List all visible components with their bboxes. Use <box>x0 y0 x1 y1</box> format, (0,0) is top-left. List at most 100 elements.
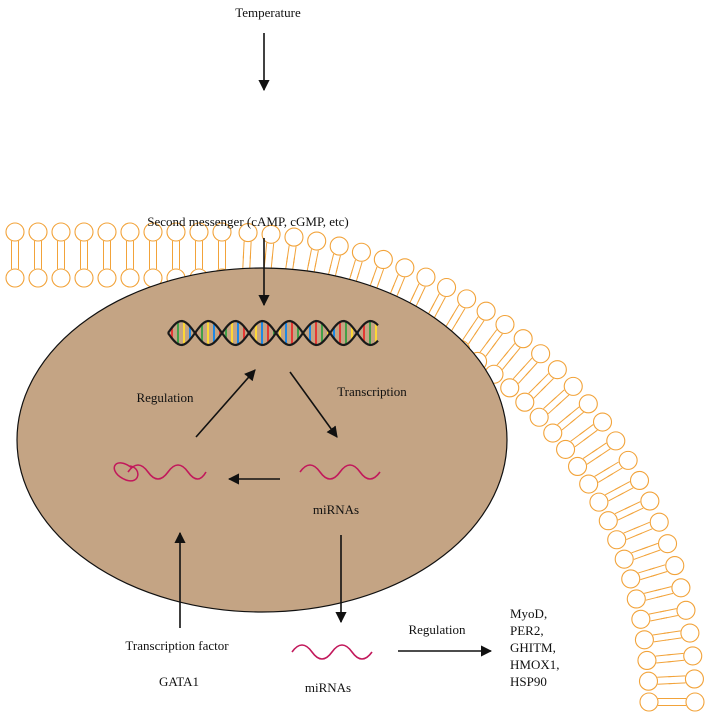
phospholipid-tail <box>608 492 624 502</box>
phospholipid-head <box>476 301 496 321</box>
phospholipid-head <box>665 556 685 576</box>
dna-backbone <box>167 319 379 347</box>
phospholipid-head <box>351 242 371 262</box>
phospholipid-tail <box>604 486 621 496</box>
target-gene: MyoD, <box>510 606 547 621</box>
phospholipid-tail <box>462 325 473 341</box>
phospholipid-tail <box>533 385 547 399</box>
phospholipid-tail <box>650 617 668 622</box>
phospholipid-head <box>685 692 705 712</box>
phospholipid-head <box>631 609 651 629</box>
arrows <box>174 33 493 657</box>
target-gene: HSP90 <box>510 674 547 689</box>
phospholipid-head <box>97 268 117 288</box>
phospholipid-tail <box>242 252 245 270</box>
phospholipid-head <box>500 378 520 398</box>
phospholipid-tail <box>623 526 640 534</box>
phospholipid-head <box>638 671 659 691</box>
phospholipid-head <box>120 268 140 288</box>
phospholipid-tail <box>653 638 671 643</box>
phospholipid-head <box>28 268 48 288</box>
phospholipid-head <box>556 439 576 459</box>
phospholipid-head <box>657 534 678 554</box>
phospholipid-head <box>680 623 700 643</box>
phospholipid-head <box>28 222 48 242</box>
transcription-label: Transcription <box>337 384 407 399</box>
phospholipid-head <box>563 376 583 396</box>
phospholipid-head <box>212 222 232 242</box>
phospholipid-tail <box>496 351 509 366</box>
phospholipid-head <box>621 569 641 589</box>
phospholipid-tail <box>502 356 514 370</box>
phospholipid-tail <box>528 380 542 394</box>
phospholipid-head <box>416 267 436 287</box>
phospholipid-head <box>618 450 638 470</box>
arrow-regulation-up <box>195 369 256 438</box>
phospholipid-head <box>515 392 535 412</box>
phospholipid-tail <box>518 370 531 384</box>
phospholipid-head <box>649 512 669 532</box>
phospholipid-tail <box>656 660 674 664</box>
phospholipid-tail <box>582 448 598 459</box>
phospholipid-tail <box>597 473 614 483</box>
phospholipid-head <box>607 530 627 550</box>
phospholipid-head <box>457 289 477 309</box>
mirnas-nucleus-label: miRNAs <box>313 502 359 517</box>
phospholipid-head <box>684 669 704 689</box>
phospholipid-tail <box>645 595 663 601</box>
phospholipid-tail <box>249 252 252 270</box>
phospholipid-tail <box>657 682 675 685</box>
phospholipid-head <box>529 407 549 427</box>
nucleus <box>16 267 508 613</box>
transcription-factor-label: Transcription factor <box>125 638 229 653</box>
phospholipid-tail <box>644 588 661 594</box>
phospholipid-head <box>329 236 349 256</box>
phospholipid-head <box>629 470 650 490</box>
phospholipid-tail <box>450 317 460 333</box>
phospholipid-tail <box>617 512 634 521</box>
mirna-exported-icon <box>291 644 373 660</box>
phospholipid-head <box>592 412 613 432</box>
temperature-label: Temperature <box>235 5 301 20</box>
phospholipid-tail <box>638 567 655 574</box>
phospholipid-head <box>547 360 567 380</box>
gata1-label: GATA1 <box>159 674 199 689</box>
phospholipid-tail <box>652 632 670 636</box>
mirna-transcript-icon <box>299 464 381 480</box>
phospholipid-head <box>579 474 599 494</box>
phospholipid-tail <box>640 574 657 581</box>
phospholipid-head <box>284 227 304 247</box>
phospholipid-head <box>51 268 71 288</box>
phospholipid-head <box>639 692 659 712</box>
phospholipid-head <box>640 491 660 511</box>
phospholipid-tail <box>626 532 643 540</box>
phospholipid-head <box>238 223 258 243</box>
phospholipid-head <box>531 344 551 364</box>
phospholipid-head <box>395 258 415 278</box>
phospholipid-tail <box>631 546 648 554</box>
phospholipid-tail <box>557 413 571 425</box>
phospholipid-head <box>51 222 71 242</box>
phospholipid-head <box>307 231 327 251</box>
second-messenger-label: Second messenger (cAMP, cGMP, etc) <box>147 214 348 229</box>
dna-backbone <box>167 319 379 347</box>
phospholipid-head <box>97 222 117 242</box>
phospholipid-head <box>373 249 393 270</box>
phospholipid-tail <box>479 338 491 353</box>
phospholipid-head <box>513 329 533 349</box>
phospholipid-head <box>437 277 457 298</box>
phospholipid-tail <box>468 329 479 345</box>
phospholipid-head <box>637 650 657 670</box>
phospholipid-tail <box>633 553 651 560</box>
phospholipid-head <box>683 646 703 666</box>
phospholipid-head <box>676 600 696 620</box>
phospholipid-tail <box>574 436 589 448</box>
phospholipid-head <box>634 630 654 650</box>
phospholipid-tail <box>547 402 562 415</box>
phospholipid-head <box>578 394 598 414</box>
mirnas-outside-label: miRNAs <box>305 680 351 695</box>
phospholipid-tail <box>485 342 497 357</box>
phospholipid-head <box>598 511 618 531</box>
phospholipid-head <box>606 431 626 451</box>
